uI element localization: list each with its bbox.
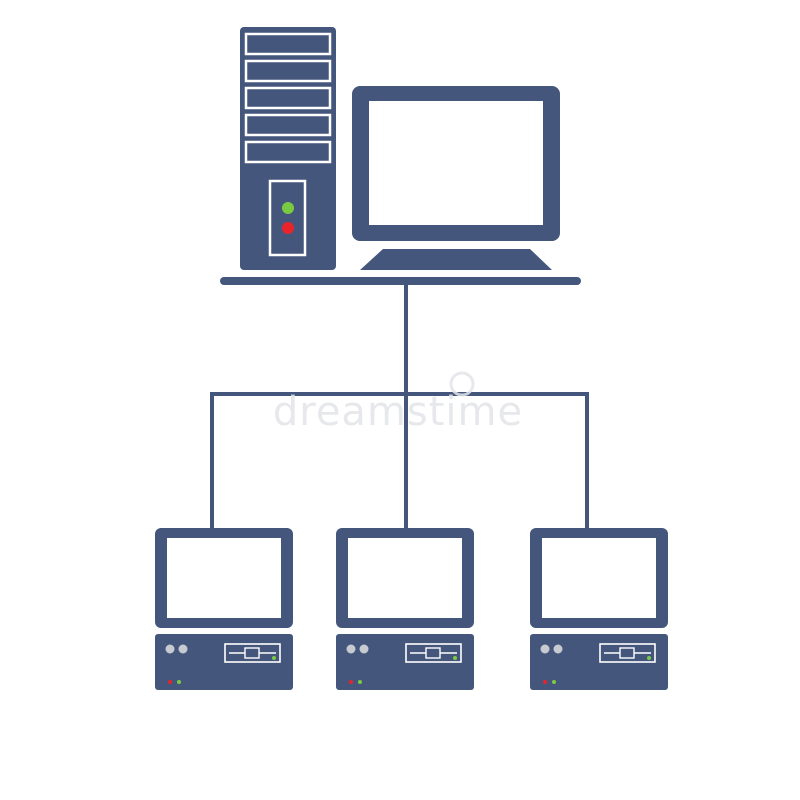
server-monitor-screen xyxy=(369,101,543,225)
client-monitor xyxy=(155,528,293,628)
client-case xyxy=(155,634,293,690)
server-tower xyxy=(240,27,336,270)
button-icon xyxy=(165,644,175,654)
power-led-green-icon xyxy=(358,680,362,684)
drive-bay-2 xyxy=(244,59,332,83)
power-led-green-icon xyxy=(552,680,556,684)
drive-bay-5 xyxy=(244,140,332,164)
drive-led-icon xyxy=(453,656,457,660)
client-computer-1 xyxy=(155,528,293,690)
status-led-green-icon xyxy=(282,202,294,214)
drive-slot xyxy=(405,643,462,663)
server-workstation xyxy=(220,27,581,285)
drive-bay-3 xyxy=(244,86,332,110)
copyright-symbol-icon xyxy=(449,371,475,397)
client-computer-2 xyxy=(336,528,474,690)
drive-bay-1 xyxy=(244,32,332,56)
power-led-red-icon xyxy=(349,680,353,684)
client-monitor-screen xyxy=(542,538,656,618)
watermark: © dreamstime xyxy=(273,371,523,435)
client-computer-3 xyxy=(530,528,668,690)
server-monitor xyxy=(352,86,560,270)
drive-slot xyxy=(599,643,656,663)
button-icon xyxy=(346,644,356,654)
power-led-green-icon xyxy=(177,680,181,684)
button-icon xyxy=(553,644,563,654)
client-monitor-screen xyxy=(348,538,462,618)
drive-led-icon xyxy=(647,656,651,660)
drive-led-icon xyxy=(272,656,276,660)
power-led-red-icon xyxy=(168,680,172,684)
drive-slot xyxy=(224,643,281,663)
watermark-text: dreamstime xyxy=(273,389,523,435)
client-monitor xyxy=(336,528,474,628)
drive-bay-4 xyxy=(244,113,332,137)
server-monitor-stand xyxy=(360,249,552,270)
button-icon xyxy=(359,644,369,654)
client-case xyxy=(336,634,474,690)
power-led-red-icon xyxy=(543,680,547,684)
client-monitor xyxy=(530,528,668,628)
button-icon xyxy=(178,644,188,654)
power-panel xyxy=(268,179,307,257)
status-led-red-icon xyxy=(282,222,294,234)
button-icon xyxy=(540,644,550,654)
network-connections xyxy=(210,283,589,530)
client-monitor-screen xyxy=(167,538,281,618)
client-case xyxy=(530,634,668,690)
